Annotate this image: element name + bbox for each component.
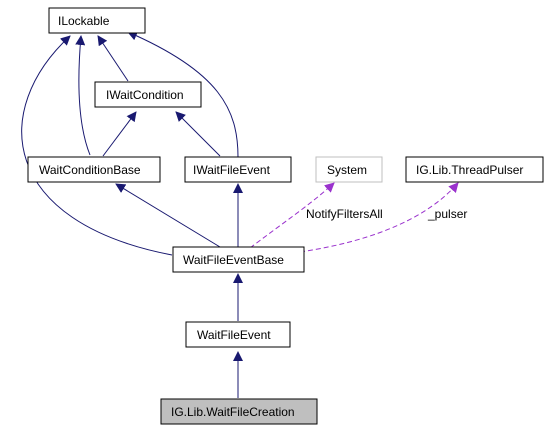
edge-waitconditionbase-to-iwaitcondition xyxy=(102,111,137,157)
edge-waitfileeventbase-to-waitconditionbase xyxy=(115,183,221,248)
node-label-system: System xyxy=(327,163,367,177)
node-label-waitfileevent: WaitFileEvent xyxy=(197,328,271,342)
node-system[interactable]: System xyxy=(315,156,383,183)
edge-system-to-waitfileeventbase xyxy=(249,182,335,249)
node-iwaitfileevent[interactable]: IWaitFileEvent xyxy=(184,156,292,183)
node-label-waitfilecreation: IG.Lib.WaitFileCreation xyxy=(171,405,295,419)
edge-waitfileeventbase-to-ilockable xyxy=(21,35,173,256)
edge-iwaitfileevent-to-iwaitcondition xyxy=(175,111,221,157)
edge-iwaitfileevent-to-ilockable xyxy=(127,31,239,158)
node-label-ilockable: ILockable xyxy=(58,14,110,28)
node-label-iwaitcondition: IWaitCondition xyxy=(106,88,184,102)
node-waitfileeventbase[interactable]: WaitFileEventBase xyxy=(172,246,305,273)
edge-label-notifyfiltersall: NotifyFiltersAll xyxy=(306,207,383,221)
node-iwaitcondition[interactable]: IWaitCondition xyxy=(94,81,202,108)
node-label-waitfileeventbase: WaitFileEventBase xyxy=(183,253,284,267)
node-label-iwaitfileevent: IWaitFileEvent xyxy=(193,163,271,177)
node-label-threadpulser: IG.Lib.ThreadPulser xyxy=(416,163,523,177)
usage-edges: NotifyFiltersAll _pulser xyxy=(249,182,467,253)
node-waitfileevent[interactable]: WaitFileEvent xyxy=(185,321,291,348)
node-label-waitconditionbase: WaitConditionBase xyxy=(39,163,141,177)
edge-label-pulser: _pulser xyxy=(427,207,467,221)
edge-waitconditionbase-to-ilockable xyxy=(75,35,91,156)
node-threadpulser[interactable]: IG.Lib.ThreadPulser xyxy=(405,156,544,183)
inheritance-edges xyxy=(21,31,243,398)
node-waitfilecreation[interactable]: IG.Lib.WaitFileCreation xyxy=(160,398,318,425)
node-waitconditionbase[interactable]: WaitConditionBase xyxy=(27,156,161,183)
edge-threadpulser-to-waitfileeventbase xyxy=(299,182,459,253)
edge-iwaitcondition-to-ilockable xyxy=(97,35,129,82)
node-ilockable[interactable]: ILockable xyxy=(48,7,146,34)
